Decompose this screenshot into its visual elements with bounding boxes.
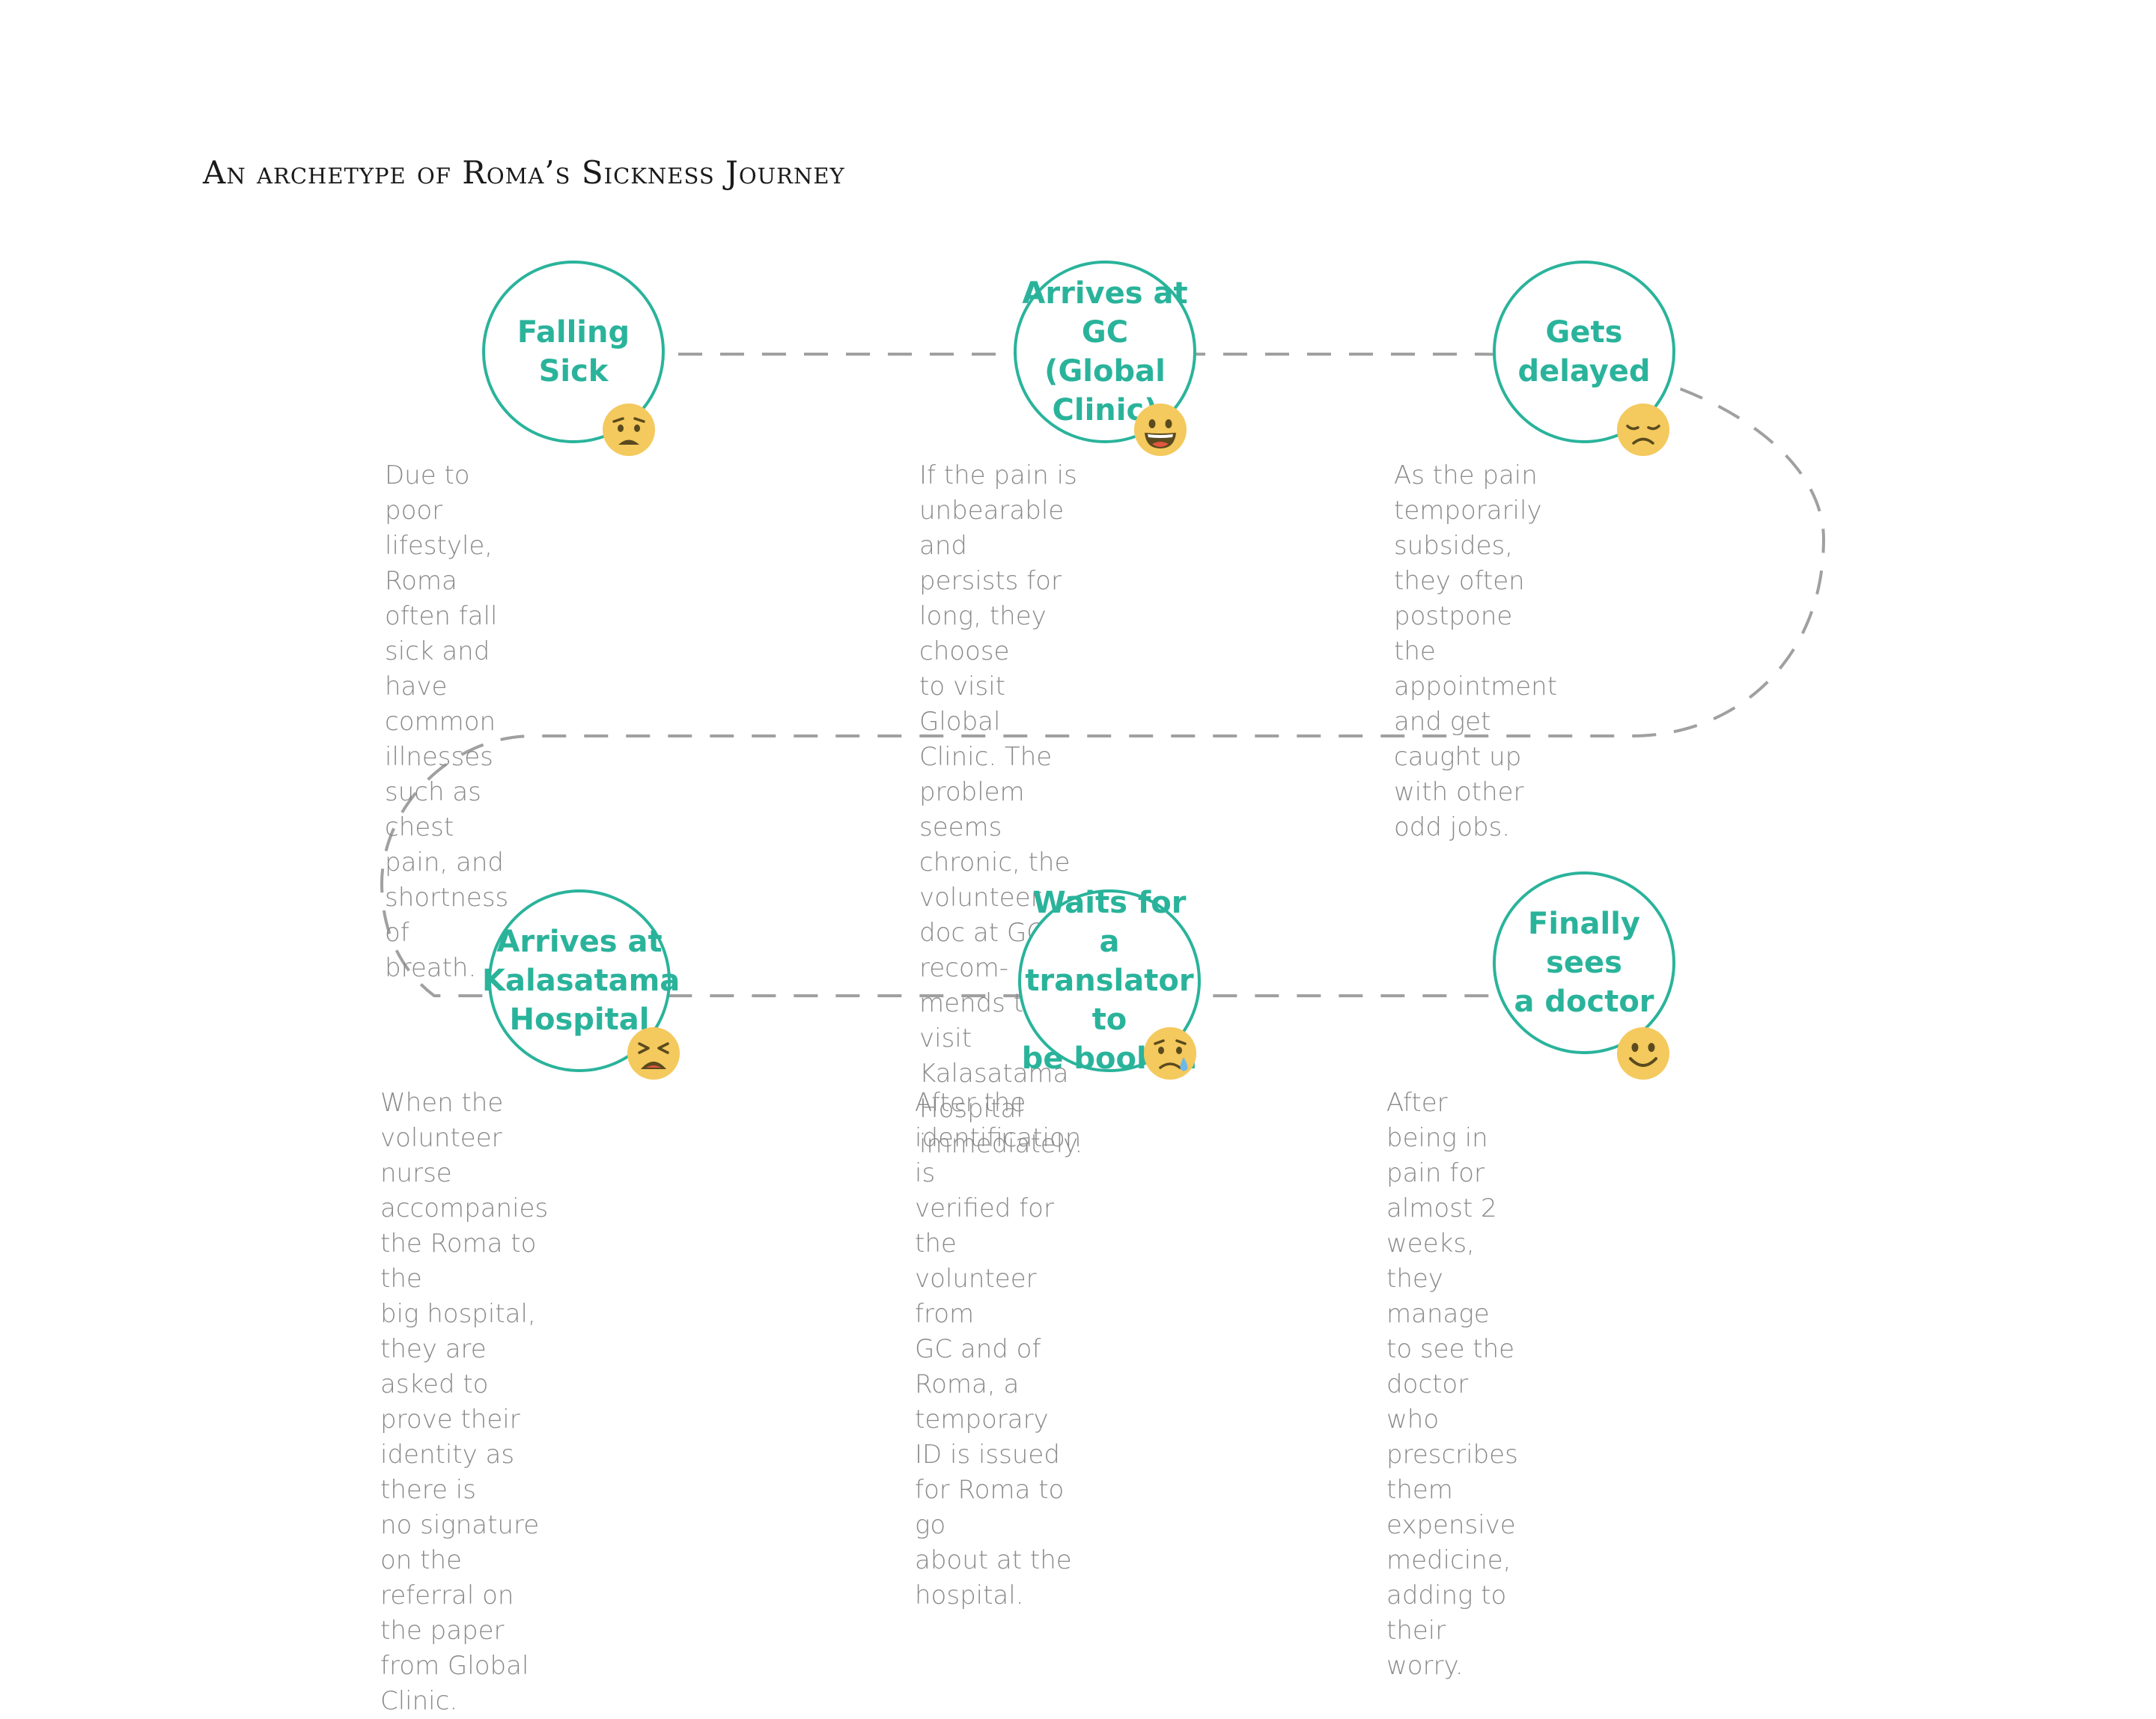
step-title: Finally sees a doctor xyxy=(1514,907,1654,1019)
step-circle: Finally sees a doctor xyxy=(1493,871,1675,1054)
step-description: After being in pain for almost 2 weeks, … xyxy=(1386,1088,1518,1681)
step-description: After the identification is verified for… xyxy=(915,1088,1082,1610)
page-title: An archetype of Roma’s Sickness Journey xyxy=(203,154,845,191)
journey-path xyxy=(380,353,1826,997)
step-title: Arrives at GC (Global Clinic) xyxy=(1022,276,1188,428)
journey-map: An archetype of Roma’s Sickness Journey … xyxy=(203,154,1826,1716)
step-description: When the volunteer nurse accompanies the… xyxy=(380,1088,549,1716)
step-title: Falling Sick xyxy=(517,315,630,389)
journey-dashed-line xyxy=(380,353,1826,997)
worried-face-icon xyxy=(603,404,655,456)
step-title: Gets delayed xyxy=(1517,315,1651,389)
step-circle: Arrives at GC (Global Clinic) xyxy=(1014,261,1196,443)
step-description: If the pain is unbearable and persists f… xyxy=(919,460,1083,1159)
step-description: As the pain temporarily subsides, they o… xyxy=(1394,460,1558,842)
disappointed-face-icon xyxy=(1617,404,1669,456)
step-circle: Falling Sick xyxy=(482,261,665,443)
tired-face-icon xyxy=(627,1027,680,1080)
grinning-face-icon xyxy=(1134,404,1187,456)
crying-face-icon xyxy=(1144,1027,1196,1080)
smiling-face-icon xyxy=(1617,1027,1669,1080)
step-title: Arrives at Kalasatama Hospital xyxy=(482,925,680,1037)
step-description: Due to poor lifestyle, Roma often fall s… xyxy=(385,460,509,983)
